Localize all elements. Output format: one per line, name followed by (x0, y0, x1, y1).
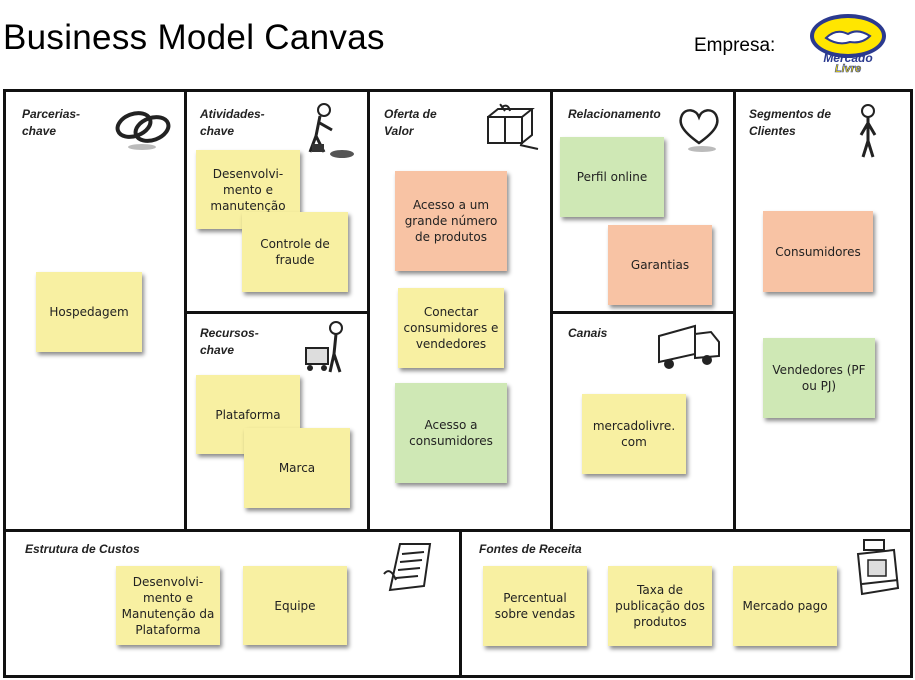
chain-links-icon (115, 111, 171, 150)
title-cost-structure: Estrutura de Custos (25, 542, 140, 556)
page-title: Business Model Canvas (3, 18, 385, 57)
title-key-activities: Atividades-chave (200, 107, 265, 138)
note-controle-fraude: Controle de fraude (242, 212, 348, 292)
truck-icon (658, 324, 720, 369)
resources-worker-icon (305, 321, 343, 373)
note-marca: Marca (244, 428, 350, 508)
company-label: Empresa: (694, 35, 776, 56)
person-icon (859, 104, 877, 158)
note-hospedagem: Hospedagem (36, 272, 142, 352)
note-taxa-publicacao: Taxa de publicação dos produtos (608, 566, 712, 646)
note-vendedores: Vendedores (PF ou PJ) (763, 338, 875, 418)
cash-register-icon (856, 539, 900, 596)
title-key-resources: Recursos-chave (200, 326, 259, 357)
worker-icon (308, 103, 354, 158)
note-custo-desenvolvimento: Desenvolvi- mento e Manutenção da Plataf… (116, 566, 220, 645)
note-acesso-consumidores: Acesso a consumidores (395, 383, 507, 483)
note-mercadolivre-com: mercadolivre. com (582, 394, 686, 474)
block-cost-structure (3, 529, 462, 678)
logo-text-2: Livre (835, 63, 861, 74)
receipt-icon (383, 543, 432, 592)
title-channels: Canais (568, 326, 608, 340)
note-garantias: Garantias (608, 225, 712, 305)
heart-icon (679, 109, 719, 152)
note-percentual-vendas: Percentual sobre vendas (483, 566, 587, 646)
note-acesso-produtos: Acesso a um grande número de produtos (395, 171, 507, 271)
title-customer-relationships: Relacionamento (568, 107, 661, 121)
note-consumidores: Consumidores (763, 211, 873, 292)
note-equipe: Equipe (243, 566, 347, 645)
note-perfil-online: Perfil online (560, 137, 664, 217)
title-revenue-streams: Fontes de Receita (479, 542, 582, 556)
title-key-partners: Parcerias-chave (22, 107, 81, 138)
logo-text-1: Mercado (823, 51, 872, 65)
mercado-livre-logo: Mercado Livre (810, 14, 886, 74)
gift-box-icon (487, 103, 539, 150)
block-customer-segments (733, 89, 913, 532)
note-conectar: Conectar consumidores e vendedores (398, 288, 504, 368)
note-mercado-pago: Mercado pago (733, 566, 837, 646)
